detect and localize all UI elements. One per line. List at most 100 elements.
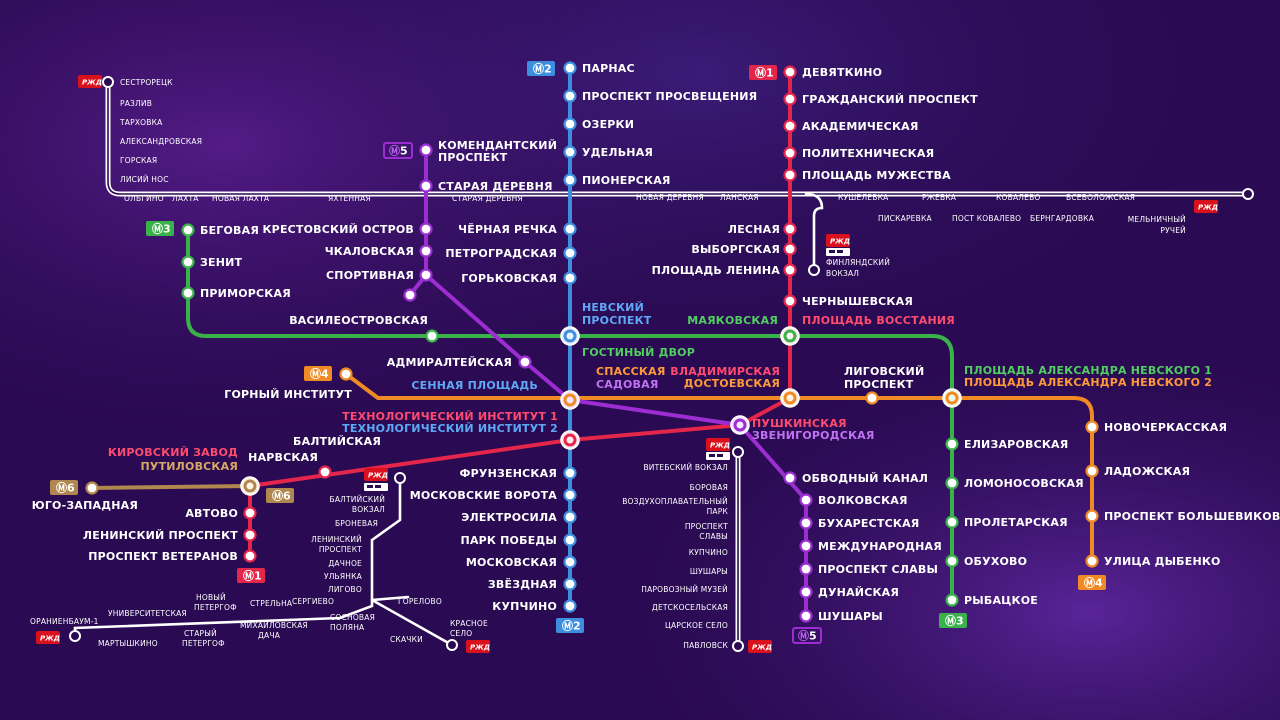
rail-label: МЕЛЬНИЧНЫЙ xyxy=(1128,215,1186,224)
train-icon xyxy=(706,452,730,460)
station-udelnaya[interactable] xyxy=(563,145,577,159)
station-park-pobedy[interactable] xyxy=(563,533,577,547)
rail-station-krasnoe-selo[interactable] xyxy=(446,639,458,651)
line-badge-m4-bottom: Ⓜ 4 xyxy=(1078,575,1106,590)
station-shushary[interactable] xyxy=(799,609,813,623)
rail-label: ВИТЕБСКИЙ ВОКЗАЛ xyxy=(643,463,728,472)
rail-station-vitebsky[interactable] xyxy=(732,446,744,458)
interchange-ring xyxy=(563,433,577,447)
station-slavy[interactable] xyxy=(799,562,813,576)
station-akademicheskaya[interactable] xyxy=(783,119,797,133)
station-dybenko[interactable] xyxy=(1085,554,1099,568)
station-elektrosila[interactable] xyxy=(563,510,577,524)
rail-station-baltiysky[interactable] xyxy=(394,472,406,484)
station-obvodny[interactable] xyxy=(783,471,797,485)
station-kupchino[interactable] xyxy=(563,599,577,613)
rail-label: РУЧЕЙ xyxy=(1160,226,1186,235)
station-chernaya-rechka[interactable] xyxy=(563,222,577,236)
label-petrogradskaya: ПЕТРОГРАДСКАЯ xyxy=(445,247,557,260)
rail-station-melnichny[interactable] xyxy=(1242,188,1254,200)
station-parnas[interactable] xyxy=(563,61,577,75)
station-grazhdansky[interactable] xyxy=(783,92,797,106)
station-leninsky[interactable] xyxy=(243,528,257,542)
label-gorkovskaya: ГОРЬКОВСКАЯ xyxy=(461,272,557,285)
rail-label: БРОНЕВАЯ xyxy=(335,519,378,528)
station-bolshevikov[interactable] xyxy=(1085,509,1099,523)
station-sportivnaya-2[interactable] xyxy=(403,288,417,302)
station-narvskaya[interactable] xyxy=(318,465,332,479)
station-staraya-derevnya[interactable] xyxy=(419,179,433,193)
station-primorskaya[interactable] xyxy=(181,286,195,300)
label-staraya-derevnya: СТАРАЯ ДЕРЕВНЯ xyxy=(438,180,553,193)
station-muzhestva[interactable] xyxy=(783,168,797,182)
station-lomonosovskaya[interactable] xyxy=(945,476,959,490)
label-lomonosovskaya: ЛОМОНОСОВСКАЯ xyxy=(964,477,1084,490)
rail-label: АЛЕКСАНДРОВСКАЯ xyxy=(120,137,202,146)
station-pionerskaya[interactable] xyxy=(563,173,577,187)
station-chernyshevskaya[interactable] xyxy=(783,294,797,308)
rail-station-oranienbaum[interactable] xyxy=(69,630,81,642)
station-petrogradskaya[interactable] xyxy=(563,246,577,260)
rail-station-finlyandsky[interactable] xyxy=(808,264,820,276)
station-avtovo[interactable] xyxy=(243,506,257,520)
station-krestovsky[interactable] xyxy=(419,222,433,236)
label-udelnaya: УДЕЛЬНАЯ xyxy=(582,146,653,159)
station-ladozhskaya[interactable] xyxy=(1085,464,1099,478)
station-obukhovo[interactable] xyxy=(945,554,959,568)
rail-line-north-inner xyxy=(107,81,1249,195)
station-prosveshcheniya[interactable] xyxy=(563,89,577,103)
station-zvyozdnaya[interactable] xyxy=(563,577,577,591)
station-bukharestskaya[interactable] xyxy=(799,516,813,530)
station-ozerki[interactable] xyxy=(563,117,577,131)
label-begovaya: БЕГОВАЯ xyxy=(200,224,259,237)
station-mezhdunarodnaya[interactable] xyxy=(799,539,813,553)
station-volkovskaya[interactable] xyxy=(799,493,813,507)
metro-m-icon: Ⓜ xyxy=(562,619,573,633)
rail-label: СЕСТРОРЕЦК xyxy=(120,78,173,87)
label-nevskogo-2: ПЛОЩАДЬ АЛЕКСАНДРА НЕВСКОГО 2 xyxy=(964,376,1212,389)
station-lenina[interactable] xyxy=(783,263,797,277)
station-devyatkino[interactable] xyxy=(783,65,797,79)
station-rybatskoe[interactable] xyxy=(945,593,959,607)
rail-label: МИХАЙЛОВСКАЯ xyxy=(240,621,308,630)
station-gorkovskaya[interactable] xyxy=(563,271,577,285)
station-chkalovskaya[interactable] xyxy=(419,244,433,258)
station-moskovskie-vorota[interactable] xyxy=(563,488,577,502)
station-frunzenskaya[interactable] xyxy=(563,466,577,480)
line-badge-m6-left: Ⓜ 6 xyxy=(50,480,78,495)
station-elizarovskaya[interactable] xyxy=(945,437,959,451)
label-politekhnicheskaya: ПОЛИТЕХНИЧЕСКАЯ xyxy=(802,147,934,160)
station-komendantsky[interactable] xyxy=(419,143,433,157)
station-yugo-zapadnaya[interactable] xyxy=(85,481,99,495)
metro-m-icon: Ⓜ xyxy=(389,144,400,158)
svg-text:РЖД: РЖД xyxy=(1198,204,1218,212)
label-ozerki: ОЗЕРКИ xyxy=(582,118,634,131)
rail-label: НОВАЯ ДЕРЕВНЯ xyxy=(636,193,704,202)
label-rybatskoe: РЫБАЦКОЕ xyxy=(964,594,1038,607)
station-admiralteyskaya[interactable] xyxy=(518,355,532,369)
station-novocherkasskaya[interactable] xyxy=(1085,420,1099,434)
label-moskovskie-vorota: МОСКОВСКИЕ ВОРОТА xyxy=(410,489,558,502)
station-vyborgskaya[interactable] xyxy=(783,242,797,256)
rail-label: ПИСКАРЕВКА xyxy=(878,214,932,223)
station-proletarskaya[interactable] xyxy=(945,515,959,529)
station-dunayskaya[interactable] xyxy=(799,585,813,599)
station-vasileostrovskaya[interactable] xyxy=(425,329,439,343)
line-number: 3 xyxy=(163,223,171,236)
rzd-logo-icon: РЖД xyxy=(706,438,730,451)
station-veteranov[interactable] xyxy=(243,549,257,563)
station-ligovsky[interactable] xyxy=(865,391,879,405)
rail-station-sestroretsk[interactable] xyxy=(102,76,114,88)
label-veteranov: ПРОСПЕКТ ВЕТЕРАНОВ xyxy=(88,550,238,563)
rail-station-pavlovsk[interactable] xyxy=(732,640,744,652)
station-zenit[interactable] xyxy=(181,255,195,269)
station-politekhnicheskaya[interactable] xyxy=(783,146,797,160)
station-lesnaya[interactable] xyxy=(783,222,797,236)
station-gorny-institut[interactable] xyxy=(339,367,353,381)
station-begovaya[interactable] xyxy=(181,223,195,237)
station-moskovskaya[interactable] xyxy=(563,555,577,569)
label-putilovskaya: ПУТИЛОВСКАЯ xyxy=(140,460,238,473)
rail-label: ФИНЛЯНДСКИЙ xyxy=(826,258,890,267)
station-sportivnaya[interactable] xyxy=(419,268,433,282)
